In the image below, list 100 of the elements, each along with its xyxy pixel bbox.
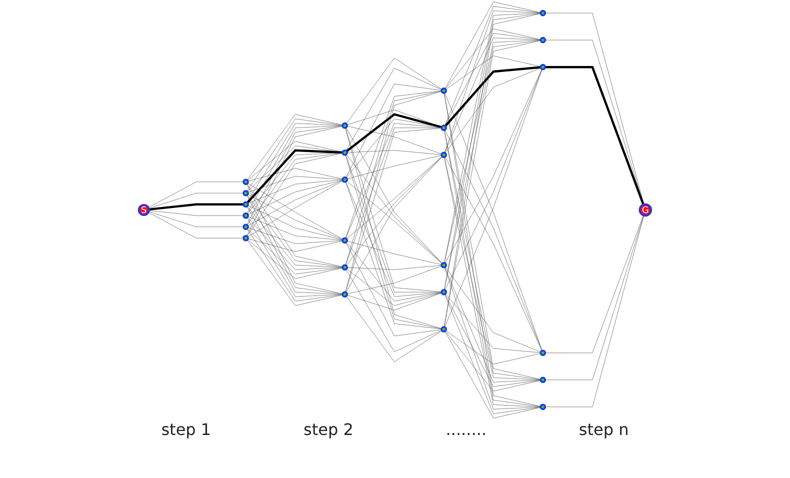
connector	[346, 296, 442, 362]
connector	[346, 242, 442, 302]
connector	[248, 176, 343, 193]
connector	[346, 156, 442, 240]
connector	[248, 227, 343, 244]
connector	[148, 210, 244, 216]
connector	[248, 168, 343, 182]
connector	[148, 211, 244, 228]
connector	[248, 180, 343, 204]
node-circle: S	[138, 204, 150, 216]
connector	[345, 128, 442, 292]
connector	[445, 266, 541, 352]
node-circle	[540, 404, 546, 410]
connector	[346, 182, 442, 297]
connector	[148, 203, 244, 211]
connector	[248, 180, 343, 226]
node-circle	[440, 262, 448, 268]
node-circle	[440, 124, 448, 131]
connector	[248, 194, 343, 240]
connector	[247, 141, 343, 181]
node-circle	[342, 264, 348, 271]
connector	[346, 84, 442, 178]
connector	[346, 155, 442, 180]
node-circle	[440, 326, 448, 332]
node-circle	[342, 291, 348, 298]
connector	[248, 238, 343, 252]
connector	[346, 292, 442, 310]
step-label: step 2	[304, 420, 354, 439]
step-label: step 1	[161, 420, 212, 439]
connector	[248, 180, 343, 215]
connector	[346, 269, 442, 352]
connector	[346, 58, 442, 124]
node-circle	[242, 190, 249, 196]
node-circle	[540, 376, 546, 384]
connector	[346, 266, 442, 294]
node-circle	[242, 212, 249, 219]
node-circle: G	[638, 203, 652, 217]
node-circle	[242, 234, 249, 242]
node-circle	[342, 149, 348, 156]
connector	[346, 268, 442, 306]
connector	[444, 267, 541, 382]
connector	[346, 126, 442, 154]
connector	[444, 38, 541, 153]
connector	[346, 150, 442, 155]
node-circle	[540, 36, 546, 44]
connector	[246, 118, 343, 192]
connector	[247, 240, 343, 306]
connector	[444, 294, 541, 414]
connector	[446, 56, 541, 90]
connector	[248, 216, 343, 240]
connector	[444, 2, 541, 89]
connector	[247, 114, 343, 180]
node-circle	[440, 289, 448, 296]
connector	[346, 68, 442, 151]
connector	[445, 28, 541, 90]
connector	[446, 330, 541, 364]
connector	[545, 66, 644, 206]
connector	[247, 239, 343, 279]
connector	[247, 206, 343, 268]
connector	[148, 192, 244, 209]
node-circle	[342, 176, 348, 183]
connector	[346, 180, 442, 264]
connector	[445, 68, 541, 154]
node-circle	[242, 178, 249, 186]
connector	[445, 330, 541, 392]
connector	[247, 152, 343, 214]
connector	[247, 228, 343, 274]
connector	[345, 182, 442, 330]
connector	[444, 267, 541, 410]
connector	[346, 113, 442, 152]
connector	[148, 182, 244, 208]
connector	[148, 212, 244, 238]
connector	[444, 10, 541, 153]
connector	[247, 146, 343, 192]
connector	[248, 205, 343, 240]
connector	[444, 331, 541, 418]
connector	[345, 90, 442, 238]
connector	[246, 228, 343, 302]
node-circle	[540, 10, 546, 16]
connector	[247, 217, 343, 270]
connector	[346, 118, 442, 178]
node-circle	[342, 237, 348, 244]
node-circle	[342, 122, 348, 129]
connector	[346, 123, 442, 238]
connector	[444, 66, 541, 127]
node-circle	[540, 64, 546, 70]
connector	[444, 6, 541, 126]
connector	[444, 294, 541, 387]
connector	[444, 33, 541, 126]
connector	[445, 294, 541, 353]
step-label: ........	[446, 420, 486, 439]
step-label: step n	[578, 420, 629, 439]
node-circle	[242, 224, 249, 230]
node-circle	[540, 350, 546, 356]
node-circle	[242, 201, 249, 208]
connector	[346, 242, 442, 336]
node-circle	[440, 152, 448, 158]
connector	[346, 265, 442, 270]
connector	[545, 215, 644, 354]
connector	[346, 240, 442, 265]
